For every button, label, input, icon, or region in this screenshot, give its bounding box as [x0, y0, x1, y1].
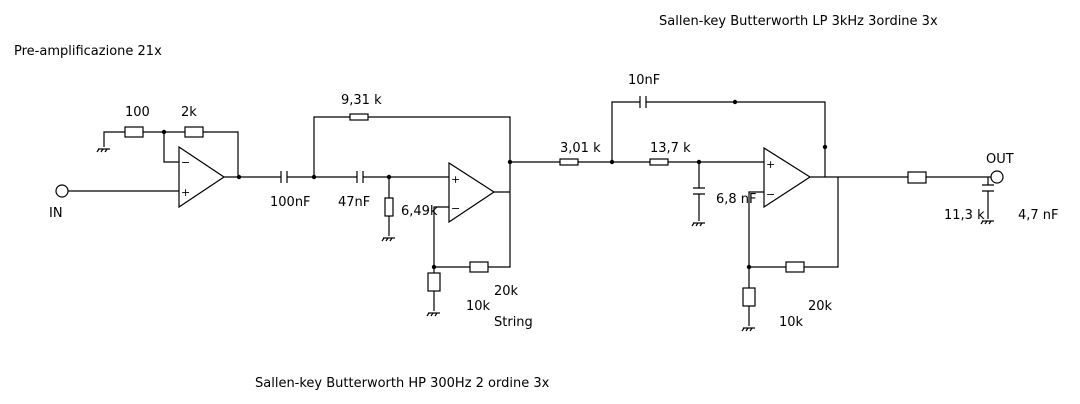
label-r-649k: 6,49k [401, 204, 438, 219]
label-r-113k: 11,3 k [944, 208, 985, 223]
label-r-hp-10k: 10k [466, 299, 491, 314]
label-r-301k: 3,01 k [560, 141, 601, 156]
title-highpass: Sallen-key Butterworth HP 300Hz 2 ordine… [255, 376, 550, 391]
capacitor-6-8nf [693, 162, 705, 221]
label-c-47nf-out: 4,7 nF [1018, 208, 1059, 223]
label-r-137k: 13,7 k [650, 141, 691, 156]
input-label: IN [49, 206, 63, 221]
title-lowpass: Sallen-key Butterworth LP 3kHz 3ordine 3… [659, 14, 938, 29]
plus-sign: + [451, 173, 460, 186]
resistor-lp-10k [742, 287, 756, 307]
input-port[interactable] [55, 184, 69, 198]
label-c-10nf: 10nF [628, 73, 660, 88]
label-string: String [494, 315, 533, 330]
opamp-1 [178, 145, 226, 209]
opamp-2 [448, 161, 496, 224]
resistor-9-31k [349, 113, 369, 121]
output-label: OUT [986, 152, 1014, 167]
resistor-11-3k [907, 171, 927, 184]
resistor-hp-10k [427, 272, 441, 292]
label-c-68nf: 6,8 nF [716, 192, 757, 207]
plus-sign: + [181, 186, 190, 199]
capacitor-47nf [356, 171, 364, 183]
resistor-hp-20k [469, 261, 489, 273]
label-r-hp-20k: 20k [494, 284, 519, 299]
label-r-lp-10k: 10k [779, 315, 804, 330]
resistor-2k [184, 126, 204, 138]
ground-icon [96, 148, 111, 153]
capacitor-4-7nf [982, 177, 994, 219]
capacitor-10nf [639, 96, 647, 108]
minus-sign: − [766, 188, 775, 201]
resistor-100 [124, 126, 144, 138]
label-r-931k: 9,31 k [341, 93, 382, 108]
resistor-6-49k [384, 197, 394, 217]
label-c-100nf: 100nF [270, 195, 311, 210]
label-c-47nf: 47nF [338, 195, 370, 210]
highpass-stage: 100nF 47nF 9,31 k 6,49k + − 20k 10k Stri… [270, 93, 533, 330]
output-port[interactable] [990, 170, 1004, 184]
minus-sign: − [181, 156, 190, 169]
label-r-2k: 2k [181, 105, 197, 120]
minus-sign: − [451, 202, 460, 215]
lowpass-stage: 3,01 k 13,7 k 10nF 6,8 nF + − 20k 10k OU… [510, 73, 1059, 332]
capacitor-100nf [280, 171, 288, 183]
label-r-lp-20k: 20k [808, 299, 833, 314]
resistor-lp-20k [785, 261, 805, 273]
resistor-13-7k [649, 158, 669, 166]
opamp-3 [763, 146, 812, 209]
preamp-stage: IN + − 100 2k [49, 105, 281, 221]
title-preamp: Pre-amplificazione 21x [14, 44, 162, 59]
resistor-3-01k [559, 158, 579, 166]
plus-sign: + [766, 158, 775, 171]
label-r-100: 100 [125, 105, 150, 120]
